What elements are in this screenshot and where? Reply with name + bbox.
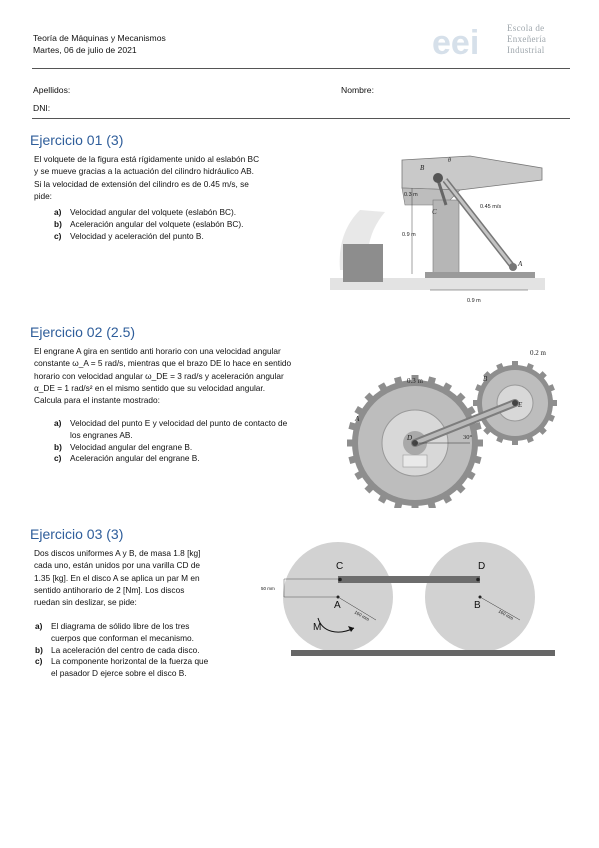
svg-text:A: A [334,600,341,611]
exercise-1-statement: El volquete de la figura está rígidament… [34,154,260,201]
exercise-2-questions: a)Velocidad del punto E y velocidad del … [54,418,287,465]
question-item: cuerpos que conforman el mecanismo. [51,632,194,643]
gear-tooth [473,422,482,431]
question-item: b)Aceleración angular del volquete (esla… [54,218,244,229]
exercise-3-title: Ejercicio 03 (3) [30,526,124,542]
gear-tooth [348,422,357,431]
gear-tooth [442,382,453,392]
svg-text:B: B [483,375,488,383]
gear-tooth [483,371,492,380]
exercise-2-title: Ejercicio 02 (2.5) [30,324,136,340]
gear-tooth [475,384,483,392]
svg-text:A: A [517,260,523,268]
school-logo: eei [430,21,490,62]
gear-tooth [466,405,476,416]
svg-text:B: B [474,600,481,611]
gear-tooth [547,384,555,392]
gear-tooth [538,426,547,435]
exercise-3-statement: Dos discos uniformes A y B, de masa 1.8 … [34,548,201,608]
dump-mechanism-figure: 0.3 m 0.9 m 0.9 m 0.45 m/s B C A θ [330,150,545,310]
svg-text:A: A [354,415,360,423]
question-item: a)El diagrama de sólido libre de los tre… [35,621,190,631]
gear-tooth [455,483,466,494]
svg-text:0.3 m: 0.3 m [407,377,424,385]
logo-mark: eei [432,24,479,61]
svg-text:30°: 30° [463,434,473,441]
gear-tooth [354,470,364,481]
gear-tooth [364,483,375,494]
question-item: c)La componente horizontal de la fuerza … [35,656,209,667]
name-label: Nombre: [341,85,374,95]
gear-tooth [466,470,476,481]
gear-tooth [348,455,357,464]
svg-text:E: E [517,401,523,409]
gear-tooth [496,435,504,443]
gear-tooth [364,392,375,403]
svg-text:C: C [336,561,343,572]
exercise-3-questions: a)El diagrama de sólido libre de los tre… [35,621,208,680]
gear-tooth [526,435,534,443]
question-item: a)Velocidad angular del volquete (eslabó… [54,207,237,217]
header-divider [32,68,570,69]
gear-tooth [394,501,403,508]
svg-text:θ: θ [448,158,451,164]
fields-divider [32,118,570,119]
discs-figure: C D A B M 50 mm 160 mm 160 mm [261,542,555,656]
svg-text:0.45 m/s: 0.45 m/s [480,204,501,210]
question-item: los engranes AB. [70,429,133,440]
question-item: b)La aceleración del centro de cada disc… [35,644,200,655]
question-item: b)Velocidad angular del engrane B. [54,441,193,452]
gear-tooth [538,371,547,380]
svg-text:M: M [313,622,321,633]
gear-tooth [483,426,492,435]
question-item: a)Velocidad del punto E y velocidad del … [54,418,288,428]
svg-text:0.9 m: 0.9 m [402,232,416,238]
gear-tooth [496,363,504,371]
gear-tooth [473,455,482,464]
svg-text:0.3 m: 0.3 m [404,192,418,198]
gear-tooth [526,363,534,371]
gear-tooth [354,405,364,416]
question-item: c)Velocidad y aceleración del punto B. [54,230,204,241]
svg-text:D: D [478,561,485,572]
exam-date: Martes, 06 de julio de 2021 [33,45,137,55]
question-item: el pasador D ejerce sobre el disco B. [51,668,187,679]
gear-tooth [442,494,453,504]
gear-tooth [547,414,555,422]
svg-text:0.9 m: 0.9 m [467,298,481,304]
school-name: Escola de Enxeñería Industrial [507,23,547,55]
svg-text:0.2 m: 0.2 m [530,349,547,357]
svg-text:C: C [432,208,437,216]
gears-figure: A B D E 30° 0.3 m 0.2 m [347,349,557,508]
exercise-1-title: Ejercicio 01 (3) [30,132,124,148]
gear-tooth [377,494,388,504]
gear-tooth [455,392,466,403]
svg-text:50 mm: 50 mm [261,586,275,591]
gear-tooth [427,376,436,385]
course-title: Teoría de Máquinas y Mecanismos [33,33,166,43]
dni-label: DNI: [33,103,51,113]
gear-tooth [427,501,436,508]
surname-label: Apellidos: [33,85,71,95]
svg-text:B: B [420,164,425,172]
exercise-1-questions: a)Velocidad angular del volquete (eslabó… [54,207,243,242]
question-item: c)Aceleración angular del engrane B. [54,453,200,464]
svg-text:D: D [406,434,412,442]
gear-tooth [377,382,388,392]
gear-tooth [394,376,403,385]
exercise-2-statement: El engrane A gira en sentido anti horari… [34,346,292,406]
